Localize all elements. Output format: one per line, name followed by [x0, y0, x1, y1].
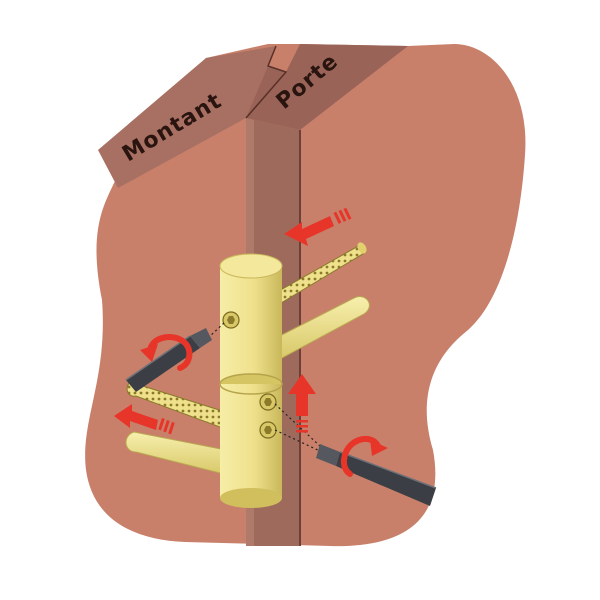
arrow-insert-upper-icon: [284, 207, 352, 246]
allen-key-right-icon: [316, 444, 437, 506]
hinge-set-screw-upper: [222, 311, 240, 329]
rotate-arrow-left-icon: [140, 334, 193, 371]
guide-line-left: [207, 321, 226, 339]
upper-smooth-pin: [271, 296, 370, 359]
guide-line-right-1: [274, 403, 323, 449]
door-top-surface: [246, 44, 408, 130]
lower-threaded-screw: [126, 381, 233, 431]
guide-line-right-2: [274, 429, 323, 453]
arrow-insert-lower-icon: [114, 404, 175, 435]
frame-top-surface: [98, 46, 286, 188]
rotate-arrow-right-icon: [340, 435, 388, 477]
hinge-set-screw-low: [259, 421, 277, 439]
lower-smooth-pin: [125, 431, 227, 475]
joint-line: [245, 45, 288, 119]
hinge-lower-knuckle: [219, 373, 283, 508]
wood-face: [85, 44, 526, 547]
hinge-set-screw-mid: [259, 393, 277, 411]
arrow-up-adjust-icon: [288, 374, 316, 433]
